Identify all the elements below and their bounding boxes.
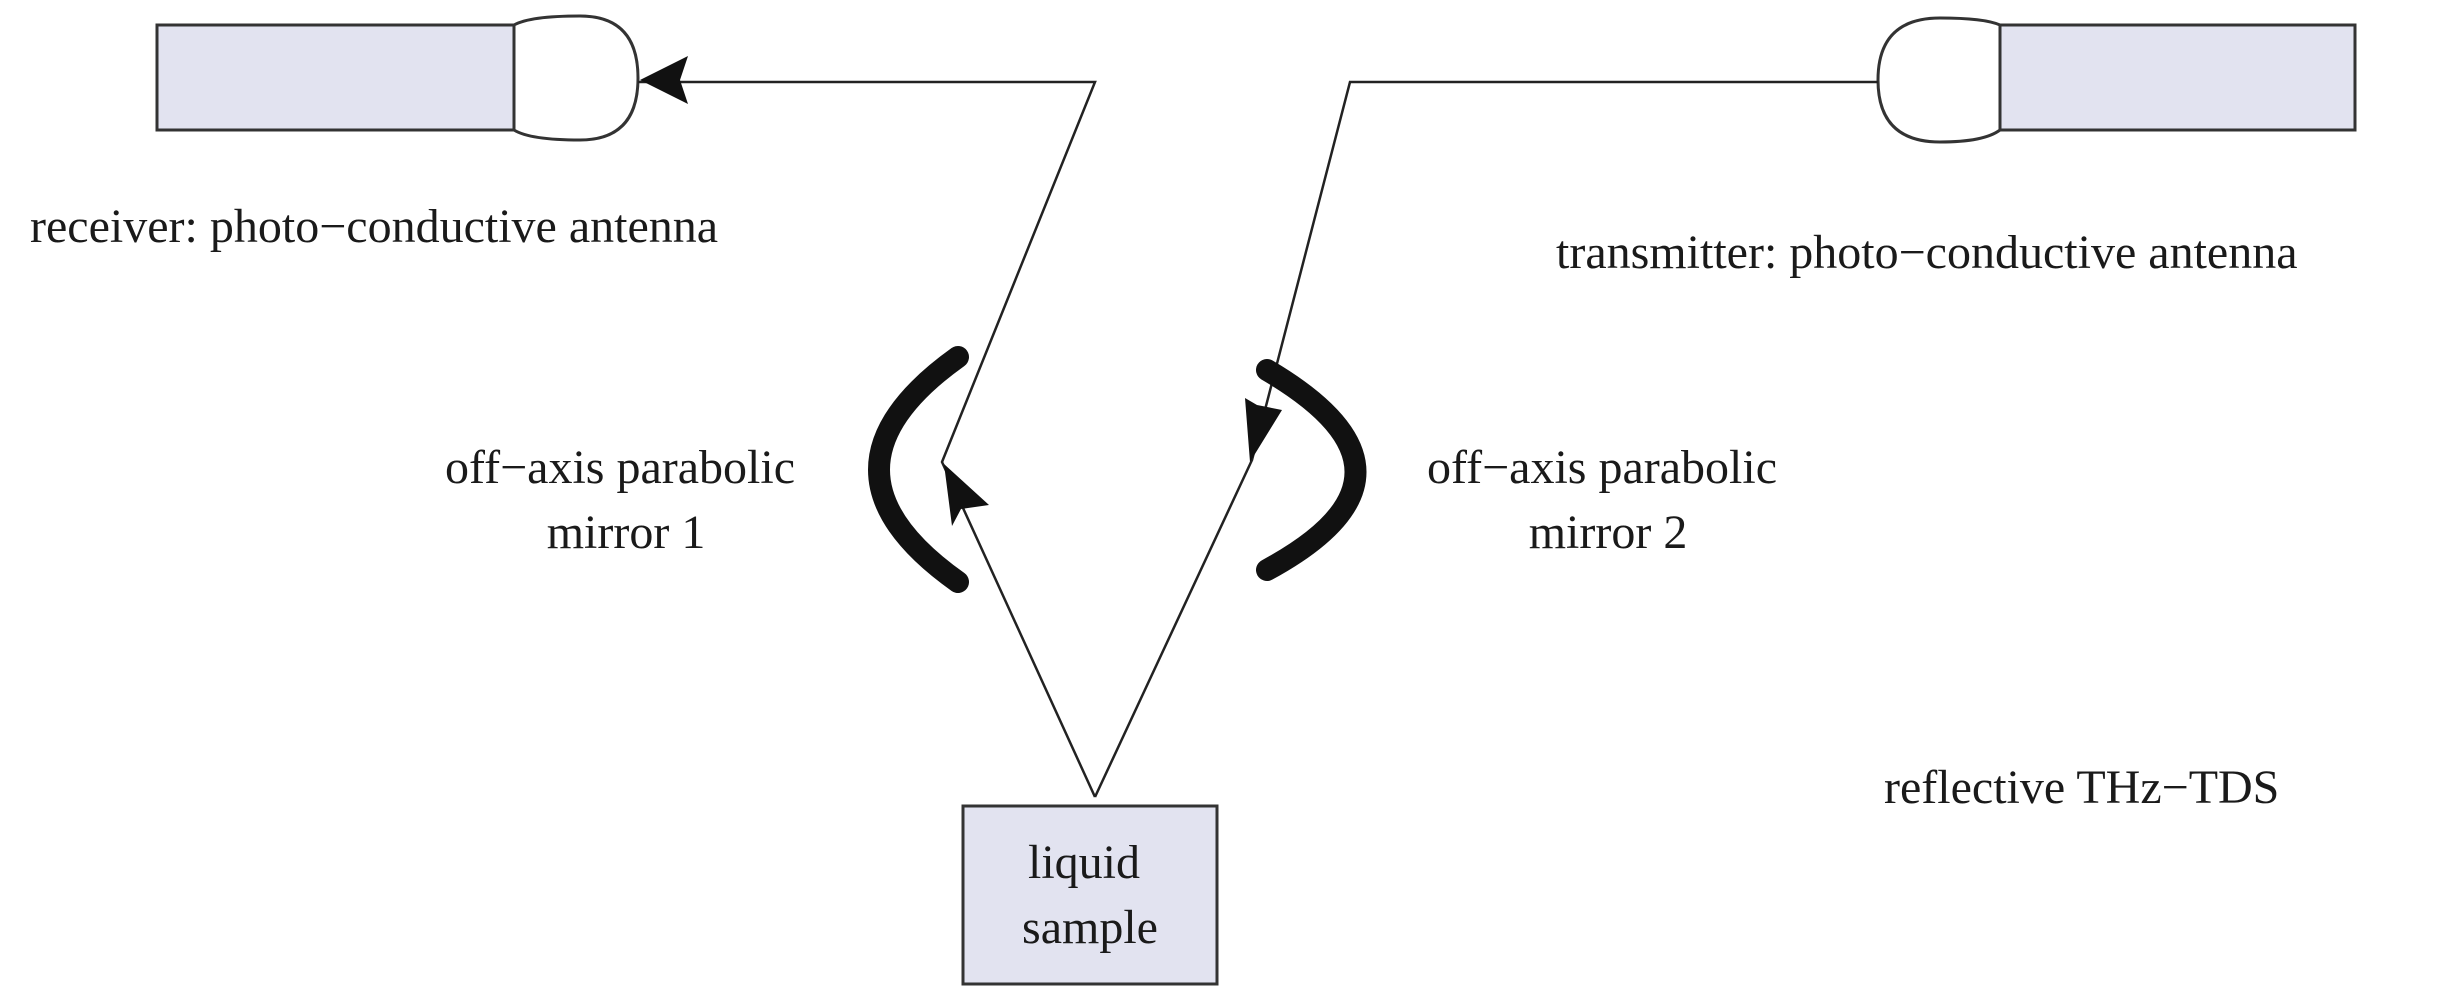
mirror-1-label-line2: mirror 1 — [547, 506, 706, 559]
transmit-ray — [1093, 80, 1878, 798]
sample-label-line1: liquid — [1028, 836, 1140, 889]
beam-path — [638, 56, 1878, 798]
liquid-sample — [961, 804, 1219, 986]
transmitter-lens — [1876, 16, 2002, 144]
mirror-2-label-line1: off−axis parabolic — [1427, 441, 1777, 494]
parabolic-mirror-1 — [868, 346, 969, 593]
receiver-label: receiver: photo−conductive antenna — [30, 200, 718, 253]
arrow-into-receiver-icon — [640, 56, 688, 104]
transmitter-body — [1998, 23, 2357, 132]
transmitter-antenna — [1876, 16, 2357, 144]
mirror-2-arc — [1256, 359, 1367, 581]
receiver-lens — [512, 14, 640, 142]
mirror-2-label-line2: mirror 2 — [1529, 506, 1688, 559]
receiver-antenna — [155, 14, 640, 142]
mirror-2-label: off−axis parabolic mirror 2 — [1427, 441, 1789, 559]
receiver-body — [155, 23, 516, 132]
arrow-toward-sample-icon — [1245, 398, 1282, 462]
setup-label: reflective THz−TDS — [1884, 761, 2279, 814]
mirror-1-label-line1: off−axis parabolic — [445, 441, 795, 494]
mirror-1-label: off−axis parabolic mirror 1 — [445, 441, 807, 559]
sample-label: liquid sample — [1022, 836, 1158, 954]
mirror-1-arc — [868, 346, 969, 593]
sample-box — [961, 804, 1219, 986]
sample-label-line2: sample — [1022, 901, 1158, 954]
arrow-toward-mirror1-icon — [944, 464, 989, 526]
return-ray — [638, 80, 1097, 798]
transmitter-label: transmitter: photo−conductive antenna — [1556, 226, 2298, 279]
parabolic-mirror-2 — [1256, 359, 1367, 581]
